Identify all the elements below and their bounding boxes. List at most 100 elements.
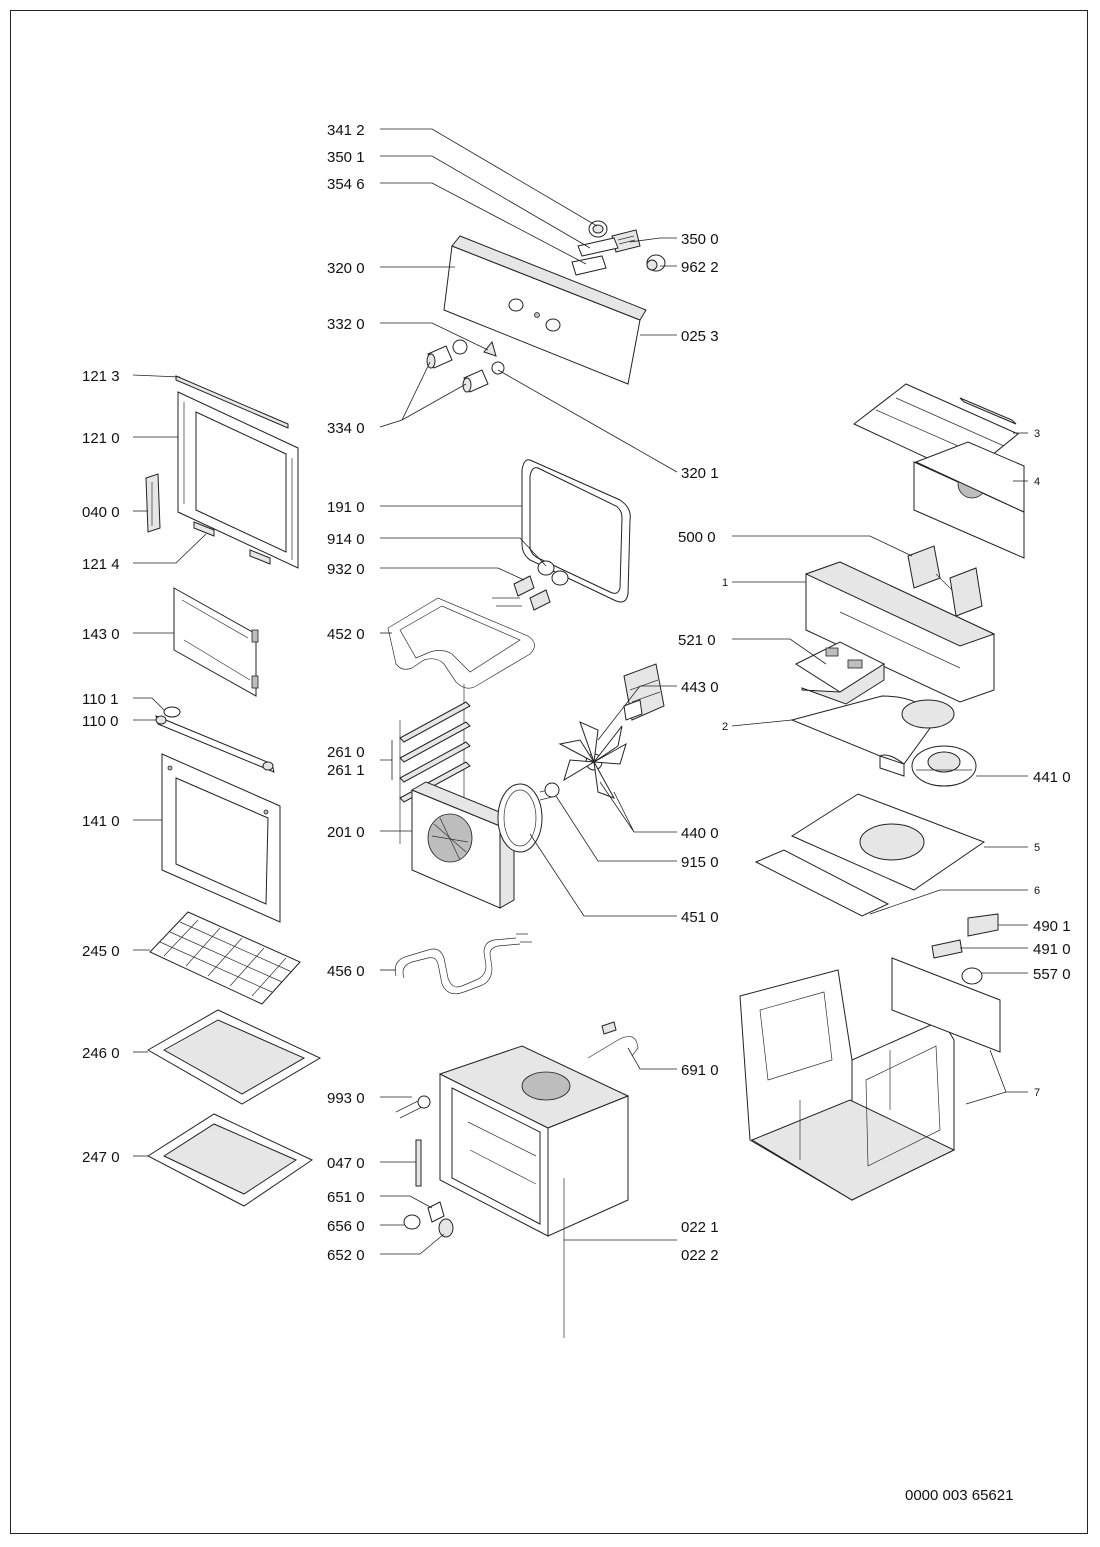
- part-knobs-3340: [426, 345, 489, 393]
- callout-5570: 557 0: [1033, 966, 1071, 983]
- callout-2460: 246 0: [82, 1045, 120, 1062]
- part-fan-nut-9150: [544, 782, 560, 798]
- part-front-strip-6: [754, 849, 890, 917]
- callout-5210: 521 0: [678, 632, 716, 649]
- part-fan-motor-4430: [623, 663, 665, 721]
- part-base-plate-5: [790, 793, 986, 891]
- callout-6560: 656 0: [327, 1218, 365, 1235]
- part-wire-shelf-2450: [149, 911, 301, 1005]
- part-baking-tray-2460: [146, 1009, 322, 1105]
- part-fan-blade-4400: [558, 721, 627, 799]
- part-latch-0470: [415, 1139, 422, 1187]
- part-hinge-0400: [145, 473, 161, 533]
- part-handle-mount-1101: [163, 706, 181, 718]
- callout-3412: 341 2: [327, 122, 365, 139]
- part-inner-glass-1430: [173, 587, 259, 697]
- callout-3546: 354 6: [327, 176, 365, 193]
- part-illustrations: [145, 220, 1025, 1338]
- callout-9930: 993 0: [327, 1090, 365, 1107]
- callout-3500: 350 0: [681, 231, 719, 248]
- part-switch-4901: [967, 913, 999, 937]
- callout-0253: 025 3: [681, 328, 719, 345]
- callout-6510: 651 0: [327, 1189, 365, 1206]
- part-control-housing-1: [804, 561, 996, 703]
- callout-6520: 652 0: [327, 1247, 365, 1264]
- part-shallow-tray-2470: [147, 1113, 314, 1207]
- part-control-panel-3200: [443, 235, 647, 385]
- callout-0470: 047 0: [327, 1155, 365, 1172]
- part-screw-9930: [395, 1095, 431, 1119]
- part-temperature-probe-6910: [587, 1021, 639, 1059]
- callout-1430: 143 0: [82, 626, 120, 643]
- callout-0222: 022 2: [681, 1247, 719, 1264]
- callout-2: 2: [722, 721, 728, 733]
- sheet-border: [10, 10, 1088, 1534]
- part-knob-shaft-3320: [452, 339, 505, 375]
- callout-3501: 350 1: [327, 149, 365, 166]
- callout-1910: 191 0: [327, 499, 365, 516]
- callout-3320: 332 0: [327, 316, 365, 333]
- callout-6910: 691 0: [681, 1062, 719, 1079]
- callout-9150: 915 0: [681, 854, 719, 871]
- part-knob-ring-3412: [588, 220, 608, 238]
- part-outer-door-glass-1410: [161, 753, 281, 923]
- callout-3200: 320 0: [327, 260, 365, 277]
- callout-4410: 441 0: [1033, 769, 1071, 786]
- callout-1101: 110 1: [82, 691, 118, 708]
- part-oven-cavity-0221: [438, 1045, 630, 1338]
- part-electronic-board-5210: [794, 641, 886, 705]
- part-fan-cover-2010: [410, 781, 516, 909]
- callout-4910: 491 0: [1033, 941, 1071, 958]
- part-lamp-cover-9140: [537, 560, 555, 576]
- part-lamp-holders-9320: [513, 570, 569, 611]
- callout-labels: 341 2 350 1 354 6 350 0 962 2 320 0 025 …: [82, 122, 1071, 1264]
- callout-2611: 261 1: [327, 762, 365, 779]
- part-bottom-element-4560: [394, 933, 532, 995]
- part-grill-element-4520: [387, 597, 535, 689]
- part-door-inner-frame-1210: [177, 391, 299, 569]
- callout-0400: 040 0: [82, 504, 120, 521]
- part-thermal-cutout-5570: [961, 967, 983, 985]
- callout-4520: 452 0: [327, 626, 365, 643]
- callout-2010: 201 0: [327, 824, 365, 841]
- part-thermostat-5000: [907, 545, 983, 617]
- callout-1210: 121 0: [82, 430, 120, 447]
- part-cooling-fan-4410: [911, 745, 977, 787]
- part-display-bracket-3501: [577, 237, 619, 257]
- callout-4901: 490 1: [1033, 918, 1071, 935]
- callout-9320: 932 0: [327, 561, 365, 578]
- callout-2470: 247 0: [82, 1149, 120, 1166]
- callout-5000: 500 0: [678, 529, 716, 546]
- callout-1: 1: [722, 577, 728, 589]
- part-door-clips-1214: [193, 521, 271, 565]
- callout-3: 3: [1034, 428, 1040, 440]
- callout-2450: 245 0: [82, 943, 120, 960]
- part-rear-panel-4: [913, 441, 1025, 559]
- callout-1100: 110 0: [82, 713, 118, 730]
- callout-4560: 456 0: [327, 963, 365, 980]
- drawing-reference-number: 0000 003 65621: [905, 1487, 1014, 1504]
- part-air-duct-2: [790, 695, 955, 777]
- callout-5: 5: [1034, 842, 1040, 854]
- part-lamp-cap-9622: [646, 254, 666, 272]
- part-door-handle-1100: [155, 715, 275, 773]
- callout-9140: 914 0: [327, 531, 365, 548]
- part-door-seal-1910: [521, 459, 631, 603]
- callout-1214: 121 4: [82, 556, 120, 573]
- callout-9622: 962 2: [681, 259, 719, 276]
- callout-4430: 443 0: [681, 679, 719, 696]
- callout-2610: 261 0: [327, 744, 365, 761]
- callout-1213: 121 3: [82, 368, 120, 385]
- callout-0221: 022 1: [681, 1219, 719, 1236]
- leader-lines: [132, 128, 1028, 1255]
- callout-4: 4: [1034, 476, 1040, 488]
- callout-7: 7: [1034, 1087, 1040, 1099]
- callout-4400: 440 0: [681, 825, 719, 842]
- callout-1410: 141 0: [82, 813, 120, 830]
- callout-3340: 334 0: [327, 420, 365, 437]
- callout-3201: 320 1: [681, 465, 719, 482]
- part-foot-group-6510: [403, 1201, 454, 1238]
- part-display-window-3546: [571, 255, 607, 276]
